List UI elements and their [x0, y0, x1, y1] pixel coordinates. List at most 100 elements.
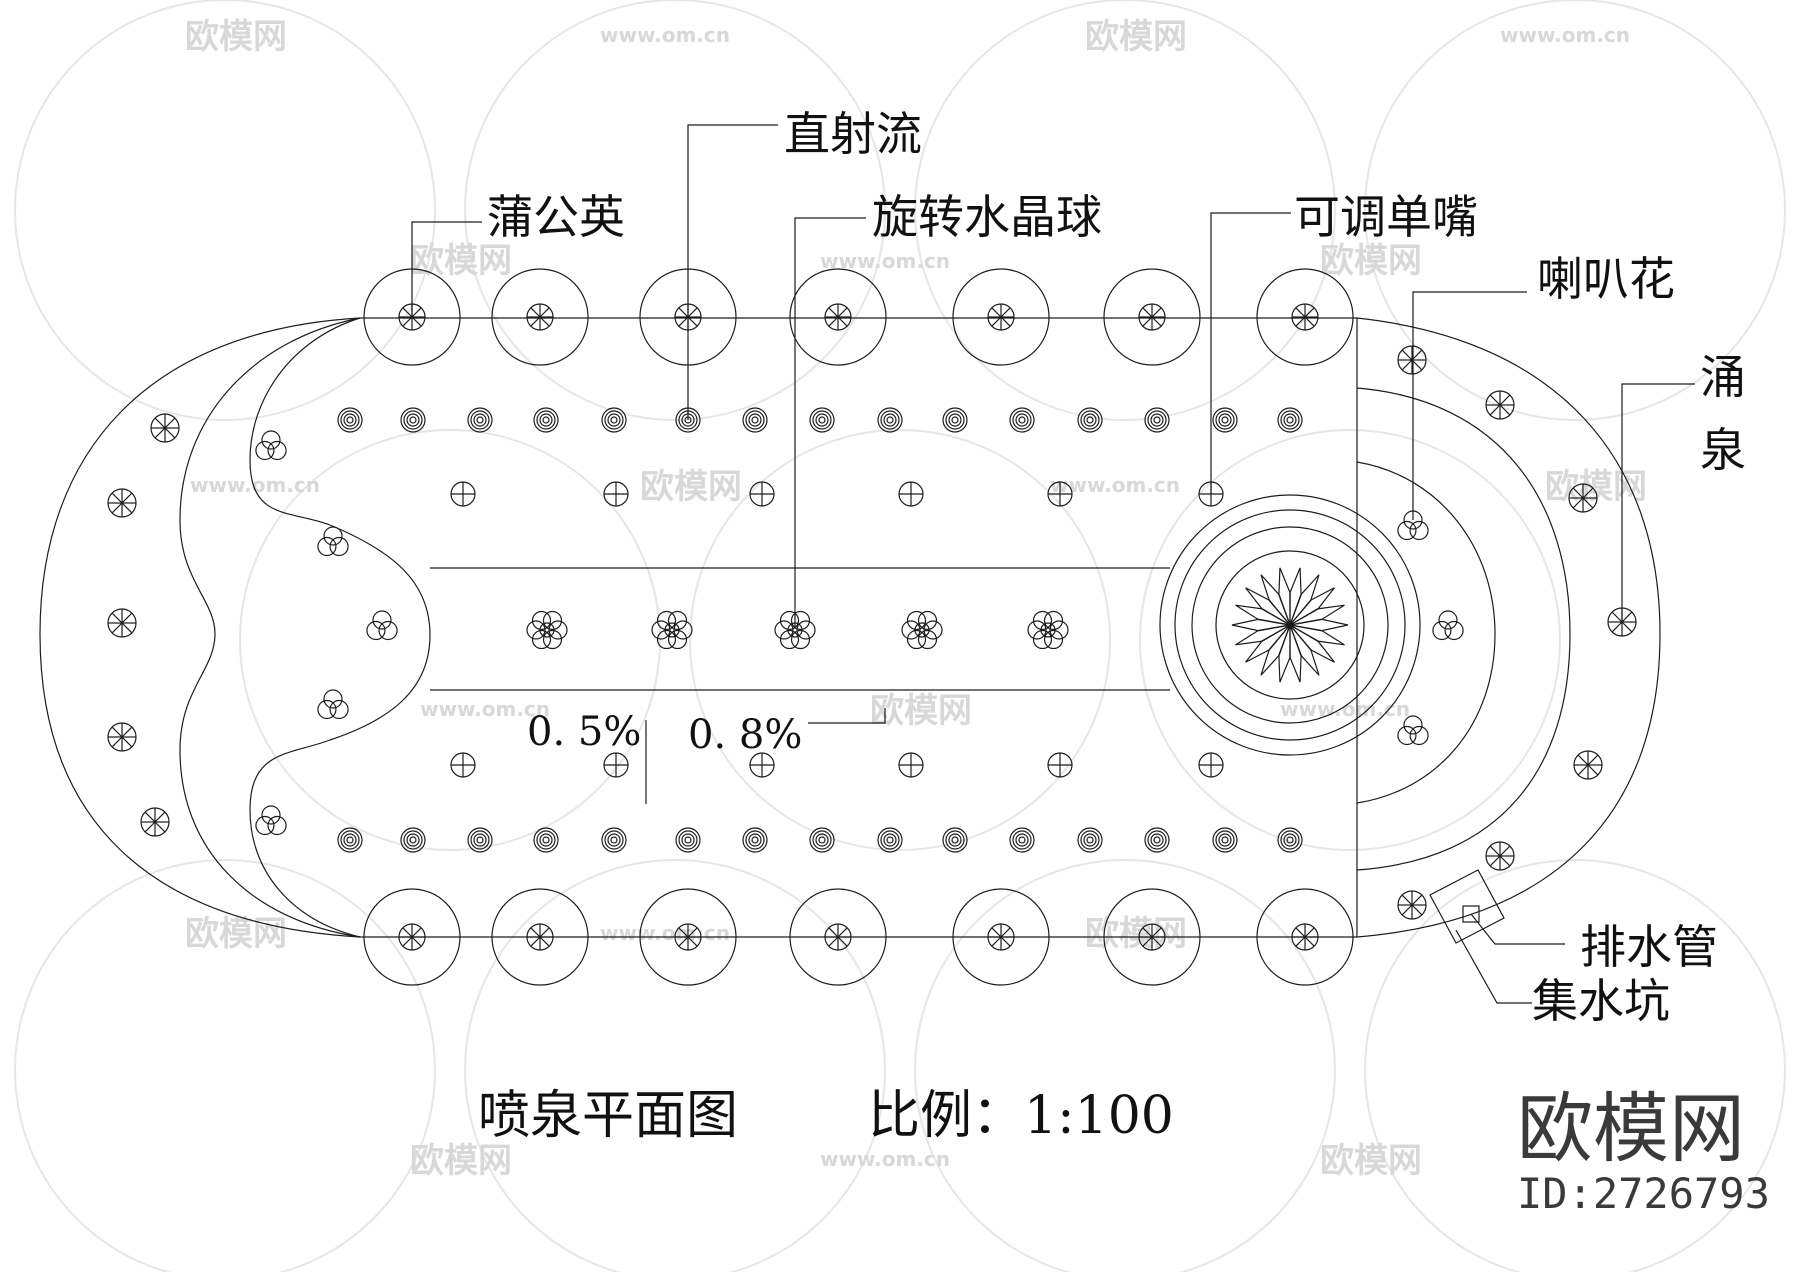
straight-jet-nozzle: [1009, 827, 1035, 853]
straight-jet-nozzle: [1144, 827, 1170, 853]
label-crystal-ball: 旋转水晶球: [872, 190, 1102, 244]
straight-jet-nozzle: [1144, 407, 1170, 433]
slope-arrow-b: [808, 708, 886, 724]
watermark-url: www.om.cn: [600, 23, 730, 47]
dandelion-nozzle: [1256, 888, 1354, 986]
straight-jet-nozzle: [877, 407, 903, 433]
dandelion-nozzle: [789, 888, 887, 986]
watermark-layer: 欧模网 www.om.cn 欧模网 www.om.cn 欧模网 www.om.c…: [14, 0, 1786, 1272]
sump-pit: [1429, 869, 1505, 944]
dandelion-nozzle: [491, 888, 589, 986]
leader-drain: [1470, 913, 1565, 945]
straight-jet-nozzle: [942, 827, 968, 853]
trumpet-flower-group: [255, 430, 1464, 836]
label-sump-pit: 集水坑: [1532, 974, 1670, 1028]
left-wave-curve-1: [179, 317, 361, 938]
straight-jet-nozzle: [1009, 407, 1035, 433]
dandelion-nozzle: [363, 888, 461, 986]
label-bubbler-1: 涌: [1700, 350, 1746, 404]
dandelion-nozzle: [1103, 268, 1201, 366]
straight-jet-nozzle: [533, 827, 559, 853]
straight-jet-nozzle: [1077, 827, 1103, 853]
pool-outline: [39, 317, 1661, 944]
trumpet-flower-nozzle: [366, 610, 398, 641]
inner-right-arc-1: [1356, 387, 1571, 871]
watermark-url: www.om.cn: [1500, 23, 1630, 47]
watermark-url: www.om.cn: [820, 1147, 950, 1171]
watermark-brand: 欧模网: [640, 467, 742, 507]
crystal-ball-nozzle: [1027, 610, 1069, 650]
trumpet-flower-nozzle: [255, 430, 287, 461]
brand-logo: 欧模网: [1517, 1084, 1745, 1173]
dandelion-nozzle: [1103, 888, 1201, 986]
watermark-brand: 欧模网: [1320, 241, 1422, 281]
watermark-brand: 欧模网: [185, 17, 287, 57]
bubbler-nozzle: [1573, 750, 1603, 780]
adjustable-nozzle: [603, 481, 629, 507]
watermark-brand: 欧模网: [185, 914, 287, 954]
dandelion-nozzle: [789, 268, 887, 366]
watermark-brand: 欧模网: [1320, 1141, 1422, 1181]
slope-label-b: 0. 8%: [688, 712, 802, 758]
leader-dandelion: [411, 221, 482, 317]
bubbler-group: [107, 345, 1637, 920]
bubbler-nozzle: [107, 722, 137, 752]
straight-jet-nozzle: [601, 827, 627, 853]
label-straight-jet: 直射流: [784, 107, 922, 161]
watermark-brand: 欧模网: [410, 1141, 512, 1181]
dandelion-nozzle: [639, 888, 737, 986]
straight-jet-nozzle: [337, 407, 363, 433]
bubbler-nozzle: [1485, 841, 1515, 871]
leader-straight-jet: [687, 124, 778, 420]
straight-jet-nozzle: [467, 407, 493, 433]
straight-jet-nozzle: [467, 827, 493, 853]
drawing-title: 喷泉平面图: [478, 1086, 738, 1146]
bubbler-nozzle: [107, 488, 137, 518]
watermark-brand: 欧模网: [1545, 467, 1647, 507]
straight-jet-group: [337, 407, 1303, 853]
dandelion-nozzle: [491, 268, 589, 366]
trumpet-flower-nozzle: [317, 526, 349, 557]
bubbler-nozzle: [150, 413, 180, 443]
label-trumpet-flower: 喇叭花: [1537, 252, 1675, 306]
adjustable-nozzle: [450, 481, 476, 507]
straight-jet-nozzle: [809, 407, 835, 433]
watermark-url: www.om.cn: [420, 697, 550, 721]
watermark-url: www.om.cn: [190, 473, 320, 497]
watermark-brand: 欧模网: [1085, 17, 1187, 57]
watermark-url: www.om.cn: [1280, 697, 1410, 721]
adjustable-nozzle: [450, 752, 476, 778]
bubbler-nozzle: [107, 608, 137, 638]
trumpet-flower-nozzle: [1432, 610, 1464, 641]
adjustable-nozzle: [1047, 481, 1073, 507]
leader-lines: [411, 124, 1695, 1004]
bubbler-nozzle: [1568, 483, 1598, 513]
central-fountain: [1159, 494, 1421, 756]
bubbler-nozzle: [1397, 890, 1427, 920]
crystal-ball-nozzle: [651, 610, 693, 650]
straight-jet-nozzle: [877, 827, 903, 853]
crystal-ball-group: [526, 610, 1069, 650]
leader-bubbler: [1621, 383, 1695, 622]
brand-id: ID:2726793: [1517, 1169, 1770, 1218]
leader-sump: [1455, 929, 1532, 1004]
crystal-ball-nozzle: [901, 610, 943, 650]
outer-right-arc: [1356, 317, 1661, 938]
leader-trumpet: [1412, 291, 1527, 520]
trumpet-flower-nozzle: [1397, 510, 1429, 541]
straight-jet-nozzle: [601, 407, 627, 433]
straight-jet-nozzle: [400, 827, 426, 853]
straight-jet-nozzle: [942, 407, 968, 433]
straight-jet-nozzle: [1212, 407, 1238, 433]
label-drain-pipe: 排水管: [1580, 920, 1718, 974]
trumpet-flower-nozzle: [255, 805, 287, 836]
straight-jet-nozzle: [400, 407, 426, 433]
adjustable-nozzle: [603, 752, 629, 778]
straight-jet-nozzle: [809, 827, 835, 853]
label-bubbler-2: 泉: [1700, 423, 1746, 477]
adjustable-nozzle: [898, 752, 924, 778]
label-dandelion: 蒲公英: [487, 190, 625, 244]
dandelion-nozzle: [952, 268, 1050, 366]
watermark-brand: 欧模网: [870, 691, 972, 731]
